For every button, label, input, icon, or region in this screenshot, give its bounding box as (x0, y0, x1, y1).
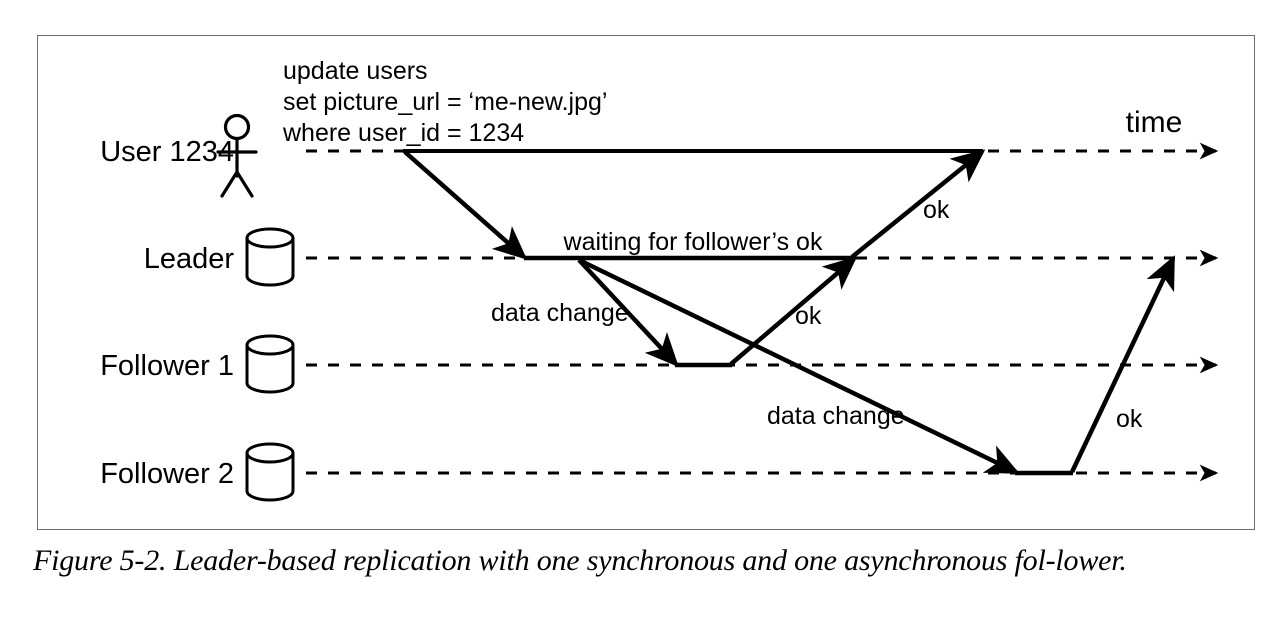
figure-caption: Figure 5-2. Leader-based replication wit… (33, 544, 1127, 577)
message-arrow-data-change-follower2 (578, 257, 1020, 475)
database-cylinder-icon-follower1 (245, 334, 295, 394)
database-cylinder-icon-leader (245, 227, 295, 287)
actor-label-follower2: Follower 2 (100, 458, 234, 490)
message-label-data-change-follower2: data change (767, 402, 905, 430)
sequence-diagram: User 1234 Leader Follower 1 Follower 2 (100, 57, 1219, 502)
actor-label-leader: Leader (144, 243, 235, 275)
query-line-2: set picture_url = ‘me-new.jpg’ (283, 88, 607, 116)
message-arrow-ok-user (850, 149, 986, 259)
stick-figure-icon (216, 113, 258, 198)
time-axis-label: time (1126, 106, 1183, 139)
annotation-waiting-for-ok: waiting for follower’s ok (563, 228, 823, 256)
query-line-1: update users (283, 57, 428, 85)
database-cylinder-icon-follower2 (245, 442, 295, 502)
message-arrow-ok-follower2 (1069, 255, 1176, 473)
message-arrow-data-change-follower1 (577, 258, 679, 368)
message-label-ok-follower1: ok (795, 302, 822, 330)
message-arrow-ok-follower1 (729, 256, 858, 366)
figure-frame: User 1234 Leader Follower 1 Follower 2 (37, 35, 1255, 530)
actor-label-follower1: Follower 1 (100, 350, 234, 382)
message-label-ok-follower2: ok (1116, 405, 1143, 433)
query-line-3: where user_id = 1234 (282, 119, 524, 147)
message-label-ok-user: ok (923, 196, 950, 224)
message-arrow-update-users (403, 150, 528, 260)
actor-label-user: User 1234 (100, 136, 234, 168)
message-label-data-change-follower1: data change (491, 299, 629, 327)
